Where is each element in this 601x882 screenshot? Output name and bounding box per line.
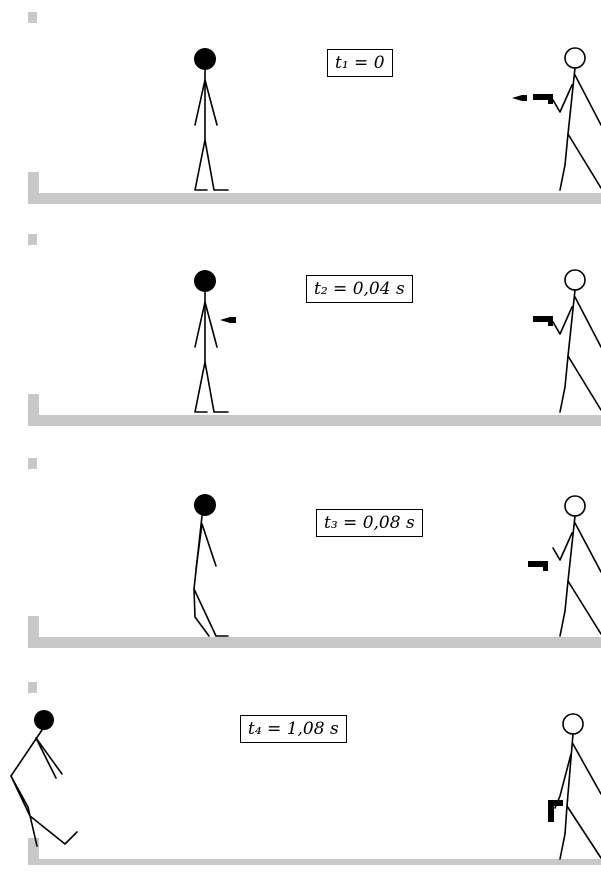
shooter-figure bbox=[533, 269, 601, 413]
bullet bbox=[512, 95, 527, 101]
shooter-figure bbox=[528, 495, 601, 637]
floor bbox=[28, 193, 601, 204]
wall-marker bbox=[28, 458, 37, 469]
time-label: t₃ = 0,08 s bbox=[316, 509, 423, 537]
bullet bbox=[220, 317, 236, 323]
time-label: t₄ = 1,08 s bbox=[240, 715, 347, 743]
wall bbox=[28, 838, 39, 865]
scene-panel-2: t₂ = 0,04 s bbox=[0, 222, 601, 438]
target-figure bbox=[193, 494, 229, 637]
wall bbox=[28, 172, 39, 204]
scene-panel-1: t₁ = 0 bbox=[0, 0, 601, 216]
floor bbox=[28, 637, 601, 648]
time-label: t₁ = 0 bbox=[327, 49, 393, 77]
time-label: t₂ = 0,04 s bbox=[306, 275, 413, 303]
scene-panel-3: t₃ = 0,08 s bbox=[0, 444, 601, 660]
wall-marker bbox=[28, 234, 37, 245]
shooter-figure bbox=[548, 713, 601, 860]
scene-drawing bbox=[10, 682, 601, 865]
wall bbox=[28, 394, 39, 426]
wall-marker bbox=[28, 12, 37, 23]
floor bbox=[28, 859, 601, 865]
wall-marker bbox=[28, 682, 37, 693]
target-figure bbox=[10, 710, 78, 847]
scene-drawing bbox=[28, 234, 601, 426]
scene-panel-4: t₄ = 1,08 s bbox=[0, 666, 601, 882]
target-figure bbox=[194, 270, 229, 413]
wall bbox=[28, 616, 39, 648]
floor bbox=[28, 415, 601, 426]
shooter-figure bbox=[533, 47, 601, 191]
scene-drawing bbox=[28, 12, 601, 204]
target-figure bbox=[194, 48, 229, 191]
scene-drawing bbox=[28, 458, 601, 648]
